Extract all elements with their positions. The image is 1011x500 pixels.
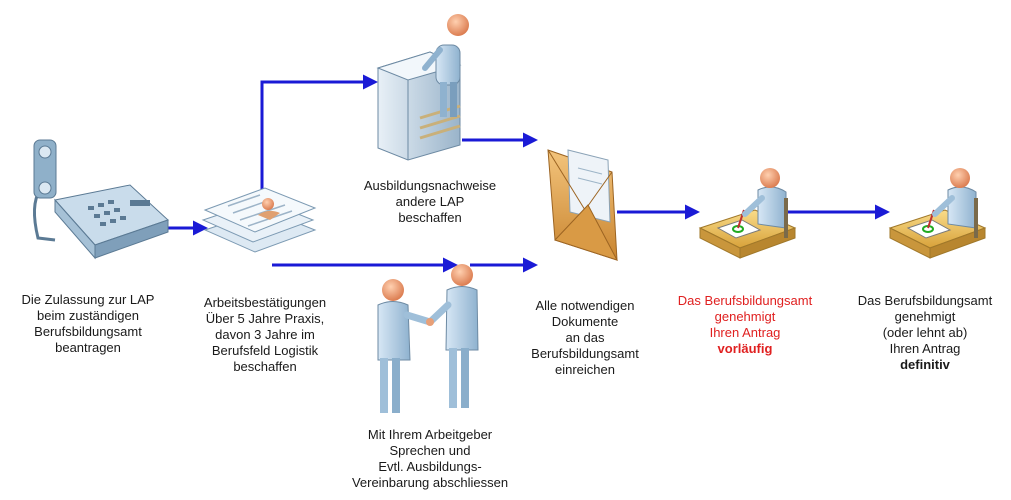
label-line: Berufsbildungsamt (34, 324, 142, 339)
desk-worker-icon (888, 168, 987, 259)
label-line: Evtl. Ausbildungs- (378, 459, 482, 474)
label-line: genehmigt (714, 309, 776, 324)
label-submit-documents: Alle notwendigen Dokumente an das Berufs… (500, 298, 670, 378)
label-line: davon 3 Jahre im (215, 327, 315, 342)
label-line: Das Berufsbildungsamt (677, 293, 813, 308)
label-line: einreichen (555, 362, 615, 377)
label-line: Die Zulassung zur LAP (21, 292, 155, 307)
handshake-icon (377, 264, 479, 413)
label-line: andere LAP (395, 194, 465, 209)
label-line: Das Berufsbildungsamt (857, 293, 993, 308)
label-line: Dokumente (551, 314, 619, 329)
arrow-documents-to-copier (260, 74, 378, 190)
label-line: Sprechen und (389, 443, 471, 458)
label-line: beschaffen (233, 359, 297, 374)
label-line: beschaffen (398, 210, 462, 225)
label-line: Über 5 Jahre Praxis, (205, 311, 325, 326)
label-apply-admission: Die Zulassung zur LAP beim zuständigen B… (8, 292, 168, 356)
label-emphasis-provisional: vorläufig (717, 341, 773, 356)
label-line: Alle notwendigen (535, 298, 635, 313)
label-line: beim zuständigen (37, 308, 139, 323)
label-provisional-approval: Das Berufsbildungsamt genehmigt Ihren An… (655, 293, 835, 357)
label-line: beantragen (55, 340, 121, 355)
label-final-decision: Das Berufsbildungsamt genehmigt (oder le… (840, 293, 1010, 373)
telephone-icon (33, 139, 169, 260)
copier-worker-icon (376, 14, 469, 161)
label-line: Mit Ihrem Arbeitgeber (367, 427, 493, 442)
label-line: Berufsbildungsamt (531, 346, 639, 361)
label-talk-to-employer: Mit Ihrem Arbeitgeber Sprechen und Evtl.… (340, 427, 520, 491)
desk-worker-icon (698, 168, 797, 259)
label-line: genehmigt (894, 309, 956, 324)
label-emphasis-final: definitiv (900, 357, 950, 372)
label-line: Berufsfeld Logistik (211, 343, 319, 358)
label-line: Arbeitsbestätigungen (203, 295, 327, 310)
connector-arrows (160, 74, 890, 273)
documents-icon (201, 187, 317, 253)
label-line: (oder lehnt ab) (882, 325, 968, 340)
label-training-records: Ausbildungsnachweise andere LAP beschaff… (340, 178, 520, 226)
label-line: Ihren Antrag (709, 325, 781, 340)
label-line: Vereinbarung abschliessen (351, 475, 509, 490)
label-line: Ausbildungsnachweise (363, 178, 497, 193)
envelope-icon (547, 149, 619, 261)
label-work-confirmations: Arbeitsbestätigungen Über 5 Jahre Praxis… (180, 295, 350, 375)
label-line: Ihren Antrag (889, 341, 961, 356)
label-line: an das (565, 330, 605, 345)
